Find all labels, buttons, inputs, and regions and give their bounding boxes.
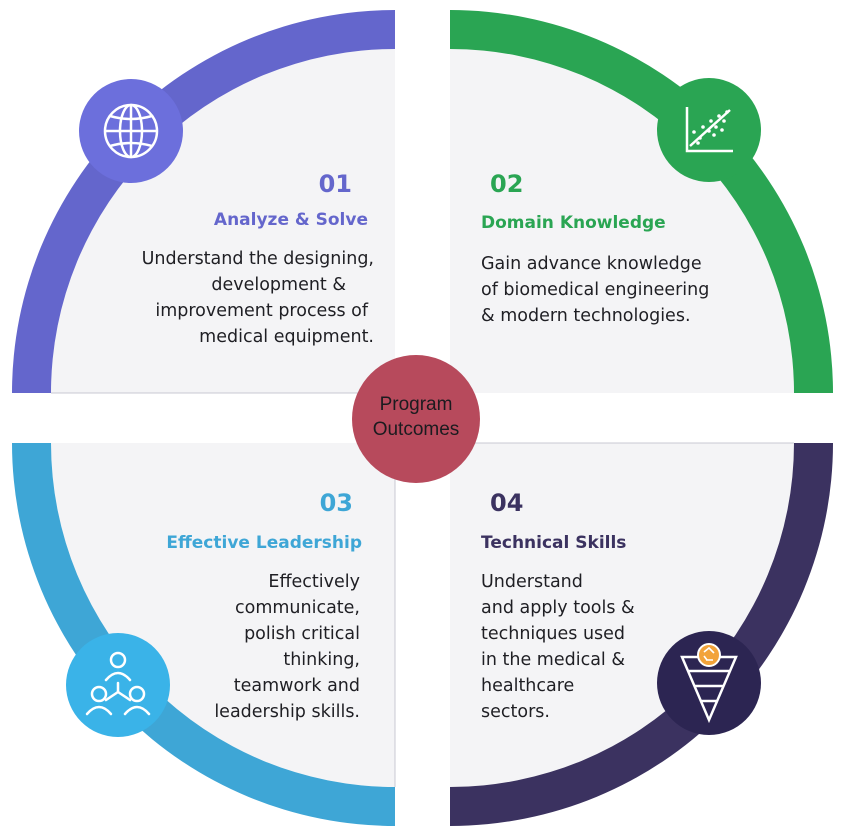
- q4-line: sectors.: [481, 702, 550, 722]
- q2-number: 02: [490, 170, 524, 198]
- scatter-chart-icon: [657, 78, 761, 182]
- q3-description: Effectively communicate, polish critical…: [160, 569, 360, 725]
- q1-heading: Analyze & Solve: [213, 210, 368, 230]
- center-circle: [352, 355, 480, 483]
- q2-heading: Domain Knowledge: [481, 213, 666, 233]
- q3-heading: Effective Leadership: [166, 533, 362, 553]
- q3-line: communicate,: [234, 598, 360, 618]
- q3-line: polish critical: [244, 624, 360, 644]
- q1-description: Understand the designing, development & …: [78, 246, 374, 350]
- q4-line: and apply tools &: [481, 598, 635, 618]
- q4-heading: Technical Skills: [481, 533, 627, 553]
- q1-ring: [12, 10, 395, 393]
- q3-ring: [12, 443, 395, 826]
- q4-line: in the medical &: [481, 650, 625, 670]
- center-label: Program Outcomes: [352, 392, 480, 442]
- q4-line: healthcare: [481, 676, 575, 696]
- q1-line: medical equipment.: [199, 327, 374, 347]
- center-label-line-2: Outcomes: [372, 419, 460, 440]
- q1-background: [51, 49, 395, 393]
- q2-description: Gain advance knowledge of biomedical eng…: [481, 251, 781, 329]
- q2-line: of biomedical engineering: [481, 280, 710, 300]
- q2-line: & modern technologies.: [481, 306, 691, 326]
- q1-line: improvement process of: [155, 301, 368, 321]
- q1-line: Understand the designing,: [141, 249, 374, 269]
- q3-number: 03: [319, 489, 353, 517]
- q3-line: Effectively: [268, 572, 360, 592]
- q2-ring: [450, 10, 833, 393]
- q4-ring: [450, 443, 833, 826]
- funnel-recycle-icon: [657, 631, 761, 735]
- q4-line: techniques used: [481, 624, 626, 644]
- separator-lines: [51, 392, 794, 787]
- q1-line: development &: [211, 275, 346, 295]
- quadrant-backgrounds: [51, 49, 794, 787]
- q3-line: leadership skills.: [214, 702, 360, 722]
- globe-icon: [79, 79, 183, 183]
- team-icon: [66, 633, 170, 737]
- q3-background: [51, 443, 395, 787]
- q2-line: Gain advance knowledge: [481, 254, 702, 274]
- q2-background: [450, 49, 794, 393]
- q3-line: teamwork and: [233, 676, 360, 696]
- q3-line: thinking,: [283, 650, 360, 670]
- q4-background: [450, 443, 794, 787]
- q4-description: Understand and apply tools & techniques …: [481, 569, 681, 725]
- center-label-line-1: Program: [379, 394, 453, 415]
- q4-line: Understand: [481, 572, 583, 592]
- q4-number: 04: [490, 489, 524, 517]
- q1-number: 01: [318, 170, 352, 198]
